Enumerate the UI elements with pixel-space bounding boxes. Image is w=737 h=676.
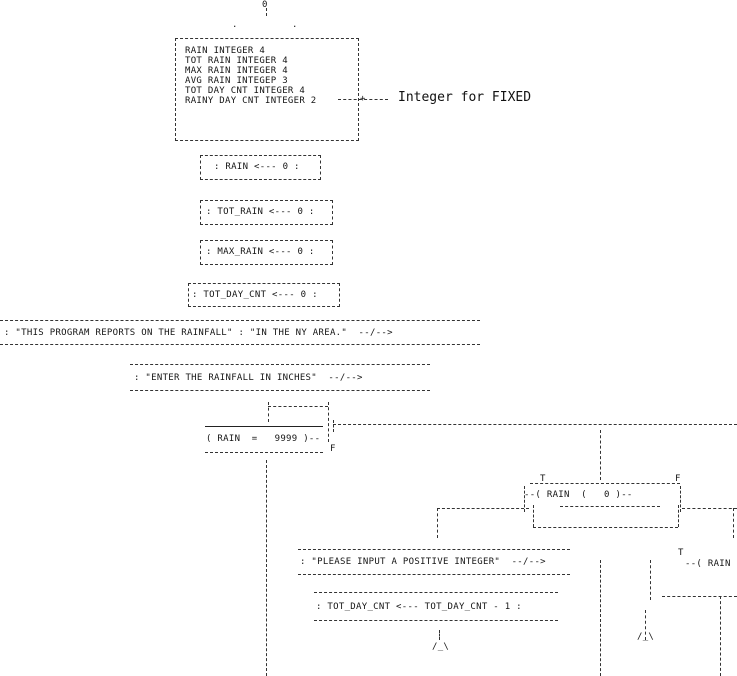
inner-true-label: T	[540, 474, 546, 484]
start-tick-right: .	[292, 20, 298, 30]
terminator-stem-right	[645, 610, 646, 640]
prompt-box-top	[130, 364, 430, 365]
loop-left-rail	[268, 402, 269, 422]
right-condition: --( RAIN	[685, 559, 731, 569]
split-right-top	[682, 508, 737, 509]
right-branch-vertical2	[720, 596, 721, 676]
start-connector-line	[266, 8, 267, 16]
report-box-top	[0, 320, 480, 321]
annotation-leader-arrow: +	[360, 94, 366, 104]
assignment-box-rain	[200, 155, 321, 180]
inner-false-label: F	[675, 474, 681, 484]
assignment-box-tot-rain	[200, 200, 333, 225]
decrement-statement: : TOT_DAY_CNT <--- TOT_DAY_CNT - 1 :	[316, 602, 522, 612]
decrement-box-top	[314, 592, 558, 593]
split-bottom	[533, 527, 678, 528]
positive-integer-message: : "PLEASE INPUT A POSITIVE INTEGER" --/-…	[300, 557, 546, 567]
assignment-tot-rain: : TOT_RAIN <--- 0 :	[206, 207, 315, 217]
right-true-label: T	[678, 548, 684, 558]
message-box-bottom	[298, 574, 570, 575]
split-left-vertical	[437, 508, 438, 538]
report-box-bottom	[0, 344, 480, 345]
split-mid-left	[533, 505, 534, 527]
inner-condition-bottom	[560, 506, 660, 507]
fixed-annotation: Integer for FIXED	[398, 90, 532, 105]
start-symbol: 0	[262, 0, 268, 10]
loop-double-rail	[333, 420, 334, 432]
declaration-line: MAX RAIN INTEGER 4	[185, 66, 288, 76]
loop-to-right-line	[333, 424, 737, 425]
inner-condition-top	[530, 483, 680, 484]
loop-condition-top	[205, 426, 323, 427]
inner-left-rail	[524, 486, 525, 512]
loop-condition: ( RAIN = 9999 )--	[206, 434, 321, 444]
annotation-leader-line	[338, 99, 388, 100]
assignment-tot-day-cnt: : TOT_DAY_CNT <--- 0 :	[192, 290, 318, 300]
assignment-max-rain: : MAX_RAIN <--- 0 :	[206, 247, 315, 257]
assignment-box-max-rain	[200, 240, 333, 265]
loop-condition-bottom	[205, 452, 323, 453]
report-output: : "THIS PROGRAM REPORTS ON THE RAINFALL"…	[4, 328, 393, 338]
loop-right-rail	[328, 402, 329, 442]
loop-body-vertical-mid2	[600, 560, 601, 676]
assignment-box-tot-day-cnt	[188, 283, 340, 307]
declaration-line: RAINY DAY CNT INTEGER 2	[185, 96, 317, 106]
terminator-center: /_\	[432, 642, 450, 652]
loop-body-vertical-mid	[600, 430, 601, 480]
declaration-line: RAIN INTEGER 4	[185, 46, 266, 56]
declaration-line: AVG RAIN INTEGEP 3	[185, 76, 288, 86]
prompt-output: : "ENTER THE RAINFALL IN INCHES" --/-->	[134, 373, 363, 383]
declaration-line: TOT RAIN INTEGER 4	[185, 56, 288, 66]
inner-right-rail	[680, 486, 681, 512]
loop-top-line	[268, 406, 328, 407]
terminator-stem-center	[439, 630, 440, 640]
right-branch-vertical	[650, 560, 651, 600]
prompt-box-bottom	[130, 390, 430, 391]
loop-body-vertical-left	[266, 460, 267, 676]
message-box-top	[298, 549, 570, 550]
decrement-box-bottom	[314, 620, 558, 621]
loop-false-label: F	[330, 444, 336, 454]
inner-condition: --( RAIN ( 0 )--	[524, 490, 633, 500]
declaration-line: TOT DAY CNT INTEGER 4	[185, 86, 306, 96]
assignment-rain: : RAIN <--- 0 :	[214, 162, 300, 172]
split-left-top	[437, 508, 529, 509]
right-branch-top	[662, 596, 737, 597]
split-mid-right	[678, 505, 679, 527]
terminator-right: /_\	[637, 632, 655, 642]
split-right-vertical	[733, 508, 734, 538]
start-tick-left: .	[232, 20, 238, 30]
declarations-box	[175, 38, 359, 141]
